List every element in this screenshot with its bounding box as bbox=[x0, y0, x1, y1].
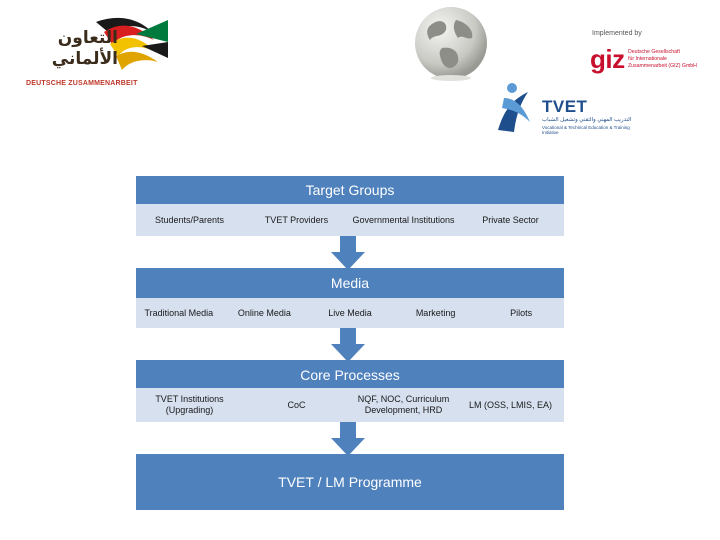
target-group-item: Governmental Institutions bbox=[352, 214, 455, 225]
media-title: Media bbox=[330, 275, 370, 291]
tvet-arabic-line: التدريب المهني والتقني وتشغيل الشباب bbox=[542, 117, 632, 123]
cooperation-arabic-text: التعاون الألماني bbox=[51, 28, 118, 69]
target-groups-row: Students/Parents TVET Providers Governme… bbox=[136, 204, 564, 236]
globe-icon bbox=[415, 7, 487, 81]
target-group-item: TVET Providers bbox=[264, 214, 329, 225]
media-item: Live Media bbox=[328, 307, 372, 318]
media-item: Pilots bbox=[510, 307, 533, 318]
core-processes-band: Core Processes bbox=[136, 360, 564, 388]
core-processes-row: TVET Institutions (Upgrading) CoC NQF, N… bbox=[136, 388, 564, 422]
giz-implemented-by: Implemented by bbox=[592, 30, 642, 37]
core-process-item: TVET Institutions (Upgrading) bbox=[155, 394, 224, 415]
core-process-item: NQF, NOC, Curriculum Development, HRD bbox=[357, 394, 450, 415]
tvet-logo-mark bbox=[498, 83, 530, 132]
media-item: Online Media bbox=[237, 307, 291, 318]
tvet-english-line: Vocational & Technical Education & Train… bbox=[542, 125, 630, 135]
programme-title: TVET / LM Programme bbox=[278, 474, 422, 490]
core-process-item: LM (OSS, LMIS, EA) bbox=[468, 399, 553, 410]
programme-band: TVET / LM Programme bbox=[136, 454, 564, 510]
german-cooperation-flag-swoosh bbox=[96, 17, 168, 70]
media-row: Traditional Media Online Media Live Medi… bbox=[136, 298, 564, 328]
target-groups-title: Target Groups bbox=[305, 182, 395, 198]
media-item: Marketing bbox=[415, 307, 456, 318]
core-processes-title: Core Processes bbox=[300, 367, 400, 383]
target-group-item: Private Sector bbox=[482, 214, 539, 225]
media-item: Traditional Media bbox=[144, 307, 214, 318]
giz-subtitle: Deutsche Gesellschaft für Internationale… bbox=[628, 49, 697, 69]
core-process-item: CoC bbox=[287, 399, 306, 410]
target-groups-band: Target Groups bbox=[136, 176, 564, 204]
down-arrow-2 bbox=[331, 328, 365, 362]
down-arrow-3 bbox=[331, 422, 365, 456]
giz-wordmark: giz bbox=[590, 44, 625, 74]
cooperation-caption: DEUTSCHE ZUSAMMENARBEIT bbox=[26, 80, 138, 87]
media-band: Media bbox=[136, 268, 564, 298]
down-arrow-1 bbox=[331, 236, 365, 270]
target-group-item: Students/Parents bbox=[154, 214, 225, 225]
tvet-wordmark: TVET bbox=[542, 97, 588, 116]
